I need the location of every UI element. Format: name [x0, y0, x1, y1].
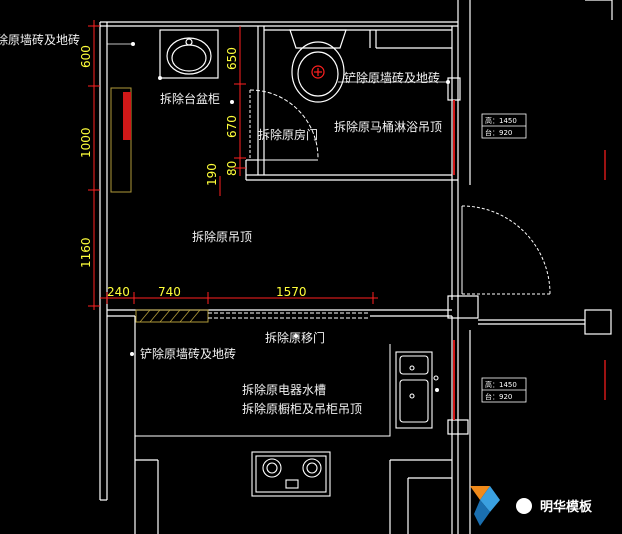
watermark: 明华模板 — [470, 486, 593, 526]
dim-1160: 1160 — [79, 237, 93, 268]
gas-stove — [251, 451, 331, 497]
dim-670: 670 — [225, 115, 239, 138]
label-remove-basin: 拆除台盆柜 — [160, 91, 220, 106]
label-remove-sliding: 拆除原移门 — [265, 330, 325, 345]
window-tag-2-height: 高：1450 — [485, 380, 517, 389]
label-remove-sink: 拆除原电器水槽 — [242, 382, 326, 397]
window-tag-1-height: 高：1450 — [485, 116, 517, 125]
leader-dots — [130, 42, 450, 392]
label-remove-tile-topleft: 除原墙砖及地砖 — [0, 32, 80, 47]
washbasin — [159, 29, 219, 79]
label-remove-door: 拆除原房门 — [258, 127, 318, 142]
dim-80: 80 — [225, 161, 239, 176]
leader-lines — [107, 43, 448, 83]
label-remove-toilet: 拆除原马桶淋浴吊顶 — [334, 119, 442, 134]
counter — [134, 344, 391, 437]
dim-1000: 1000 — [79, 127, 93, 158]
watermark-text: 明华模板 — [540, 499, 593, 515]
label-remove-ceiling: 拆除原吊顶 — [192, 229, 252, 244]
label-shovel-tile-bath: 铲除原墙砖及地砖 — [344, 70, 440, 85]
dim-1570: 1570 — [276, 285, 307, 299]
brand-logo-icon — [470, 486, 490, 500]
dimension-lines — [88, 20, 378, 310]
dim-600: 600 — [79, 45, 93, 68]
toilet — [289, 29, 347, 103]
wechat-icon — [516, 498, 532, 514]
window-tag-1: 高：1450 台：920 — [481, 113, 527, 139]
kitchen-sink — [395, 351, 439, 429]
doors — [208, 89, 551, 319]
label-remove-cabinet: 拆除原橱柜及吊柜吊顶 — [242, 401, 362, 416]
label-shovel-tile-kitchen: 铲除原墙砖及地砖 — [140, 346, 236, 361]
window-tag-2-sill: 台：920 — [485, 392, 512, 401]
window-tag-2: 高：1450 台：920 — [481, 377, 527, 403]
dim-190: 190 — [205, 163, 219, 186]
wall-hatch — [110, 87, 606, 420]
dim-740: 740 — [158, 285, 181, 299]
dim-650: 650 — [225, 47, 239, 70]
dim-240: 240 — [107, 285, 130, 299]
window-tag-1-sill: 台：920 — [485, 128, 512, 137]
